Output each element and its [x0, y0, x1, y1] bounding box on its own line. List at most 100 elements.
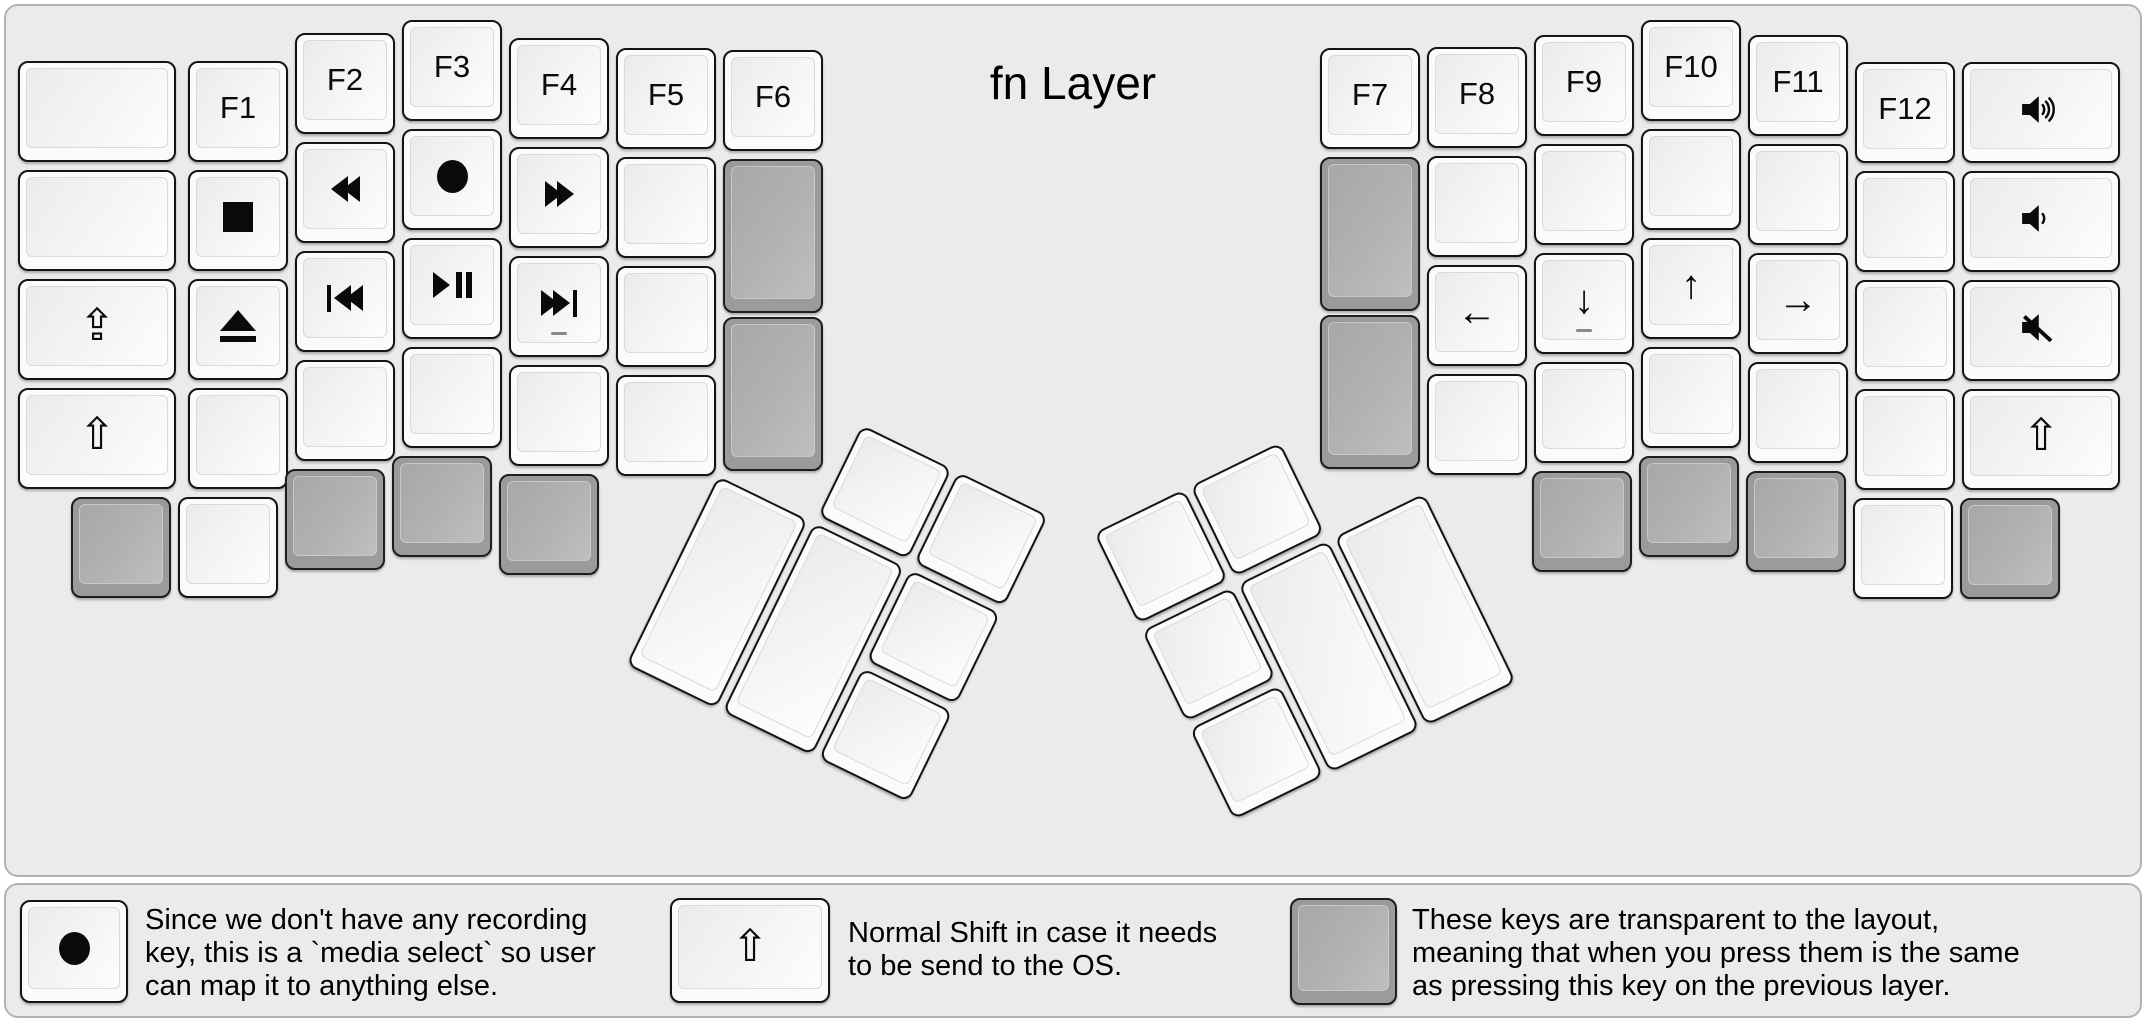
- keycap-face: [1968, 505, 2052, 585]
- keycap-face: F4: [517, 45, 601, 125]
- keycap-face: F9: [1542, 42, 1626, 122]
- key-right-arrow[interactable]: →: [1748, 253, 1848, 354]
- key-rewind[interactable]: [295, 142, 395, 243]
- key-transparent[interactable]: [285, 469, 385, 570]
- keycap-face: [26, 68, 168, 148]
- keycap-face: [517, 372, 601, 452]
- key-next-track[interactable]: [509, 256, 609, 357]
- keycap-face: [400, 463, 484, 543]
- key-blank[interactable]: [1427, 156, 1527, 257]
- keycap-face: [79, 504, 163, 584]
- key-transparent[interactable]: [723, 317, 823, 471]
- legend-record-text: Since we don't have any recording key, t…: [145, 904, 596, 1003]
- keycap-face: [1540, 478, 1624, 558]
- key-blank[interactable]: [178, 497, 278, 598]
- key-transparent[interactable]: [1960, 498, 2060, 599]
- key-f6[interactable]: F6: [723, 50, 823, 151]
- key-blank[interactable]: [616, 157, 716, 258]
- mute-icon: [2022, 313, 2053, 342]
- keycap-face: [410, 136, 494, 216]
- key-eject[interactable]: [188, 279, 288, 380]
- keycap-face: F5: [624, 55, 708, 135]
- keycap-face: [1863, 396, 1947, 476]
- key-blank[interactable]: [509, 365, 609, 466]
- key-caps-lock[interactable]: ⇪: [18, 279, 176, 380]
- key-f2[interactable]: F2: [295, 33, 395, 134]
- key-mute[interactable]: [1962, 280, 2120, 381]
- keycap-face: [1649, 136, 1733, 216]
- key-transparent[interactable]: [1639, 456, 1739, 557]
- key-blank[interactable]: [1641, 129, 1741, 230]
- key-play-pause[interactable]: [402, 238, 502, 339]
- key-transparent[interactable]: [1746, 471, 1846, 572]
- key-f3[interactable]: F3: [402, 20, 502, 121]
- key-transparent[interactable]: [1320, 315, 1420, 469]
- key-volume-down[interactable]: [1962, 171, 2120, 272]
- keycap-face: F3: [410, 27, 494, 107]
- keycap-face: [186, 504, 270, 584]
- key-down-arrow[interactable]: ↓: [1534, 253, 1634, 354]
- key-stop[interactable]: [188, 170, 288, 271]
- key-blank[interactable]: [1855, 171, 1955, 272]
- key-f10[interactable]: F10: [1641, 20, 1741, 121]
- key-blank[interactable]: [1748, 144, 1848, 245]
- key-blank[interactable]: [1855, 389, 1955, 490]
- key-volume-up[interactable]: [1962, 62, 2120, 163]
- key-legend-record-key: [20, 900, 128, 1003]
- key-up-arrow[interactable]: ↑: [1641, 238, 1741, 339]
- key-blank[interactable]: [1748, 362, 1848, 463]
- key-blank[interactable]: [616, 266, 716, 367]
- key-left-arrow[interactable]: ←: [1427, 265, 1527, 366]
- key-blank[interactable]: [188, 388, 288, 489]
- key-transparent[interactable]: [392, 456, 492, 557]
- up-arrow-icon: ↑: [1681, 263, 1701, 307]
- keycap-face: [196, 177, 280, 257]
- legend-line: key, this is a `media select` so user: [145, 937, 596, 969]
- key-blank[interactable]: [1853, 498, 1953, 599]
- key-f12[interactable]: F12: [1855, 62, 1955, 163]
- key-blank[interactable]: [1855, 280, 1955, 381]
- key-blank[interactable]: [295, 360, 395, 461]
- record-icon: [436, 159, 468, 193]
- key-blank[interactable]: [1427, 374, 1527, 475]
- key-transparent[interactable]: [1320, 157, 1420, 311]
- key-f4[interactable]: F4: [509, 38, 609, 139]
- key-transparent[interactable]: [1532, 471, 1632, 572]
- key-f7[interactable]: F7: [1320, 48, 1420, 149]
- legend-line: Since we don't have any recording: [145, 904, 588, 936]
- key-record[interactable]: [402, 129, 502, 230]
- legend-line: can map it to anything else.: [145, 970, 499, 1002]
- key-transparent[interactable]: [71, 497, 171, 598]
- keycap-face: [303, 367, 387, 447]
- key-fast-forward[interactable]: [509, 147, 609, 248]
- key-f8[interactable]: F8: [1427, 47, 1527, 148]
- key-label: F10: [1664, 49, 1718, 84]
- key-f5[interactable]: F5: [616, 48, 716, 149]
- volume-up-icon: [2022, 95, 2055, 123]
- key-blank[interactable]: [616, 375, 716, 476]
- key-f9[interactable]: F9: [1534, 35, 1634, 136]
- keycap-face: [507, 481, 591, 561]
- key-blank[interactable]: [1534, 144, 1634, 245]
- key-f11[interactable]: F11: [1748, 35, 1848, 136]
- shift-icon: ⇧: [2022, 411, 2060, 460]
- key-blank[interactable]: [1534, 362, 1634, 463]
- key-blank[interactable]: [1641, 347, 1741, 448]
- key-blank[interactable]: [402, 347, 502, 448]
- keycap-face: [303, 149, 387, 229]
- key-shift[interactable]: ⇧: [1962, 389, 2120, 490]
- key-transparent[interactable]: [723, 159, 823, 313]
- legend-line: meaning that when you press them is the …: [1412, 937, 2020, 969]
- key-f1[interactable]: F1: [188, 61, 288, 162]
- keycap-face: [26, 177, 168, 257]
- key-label: F3: [433, 49, 471, 84]
- key-shift[interactable]: ⇧: [18, 388, 176, 489]
- key-label: F7: [1351, 77, 1389, 112]
- key-prev-track[interactable]: [295, 251, 395, 352]
- key-transparent[interactable]: [499, 474, 599, 575]
- key-blank[interactable]: [18, 61, 176, 162]
- homing-bar-mark: [1576, 329, 1592, 332]
- keycap-face: [1649, 354, 1733, 434]
- key-blank[interactable]: [18, 170, 176, 271]
